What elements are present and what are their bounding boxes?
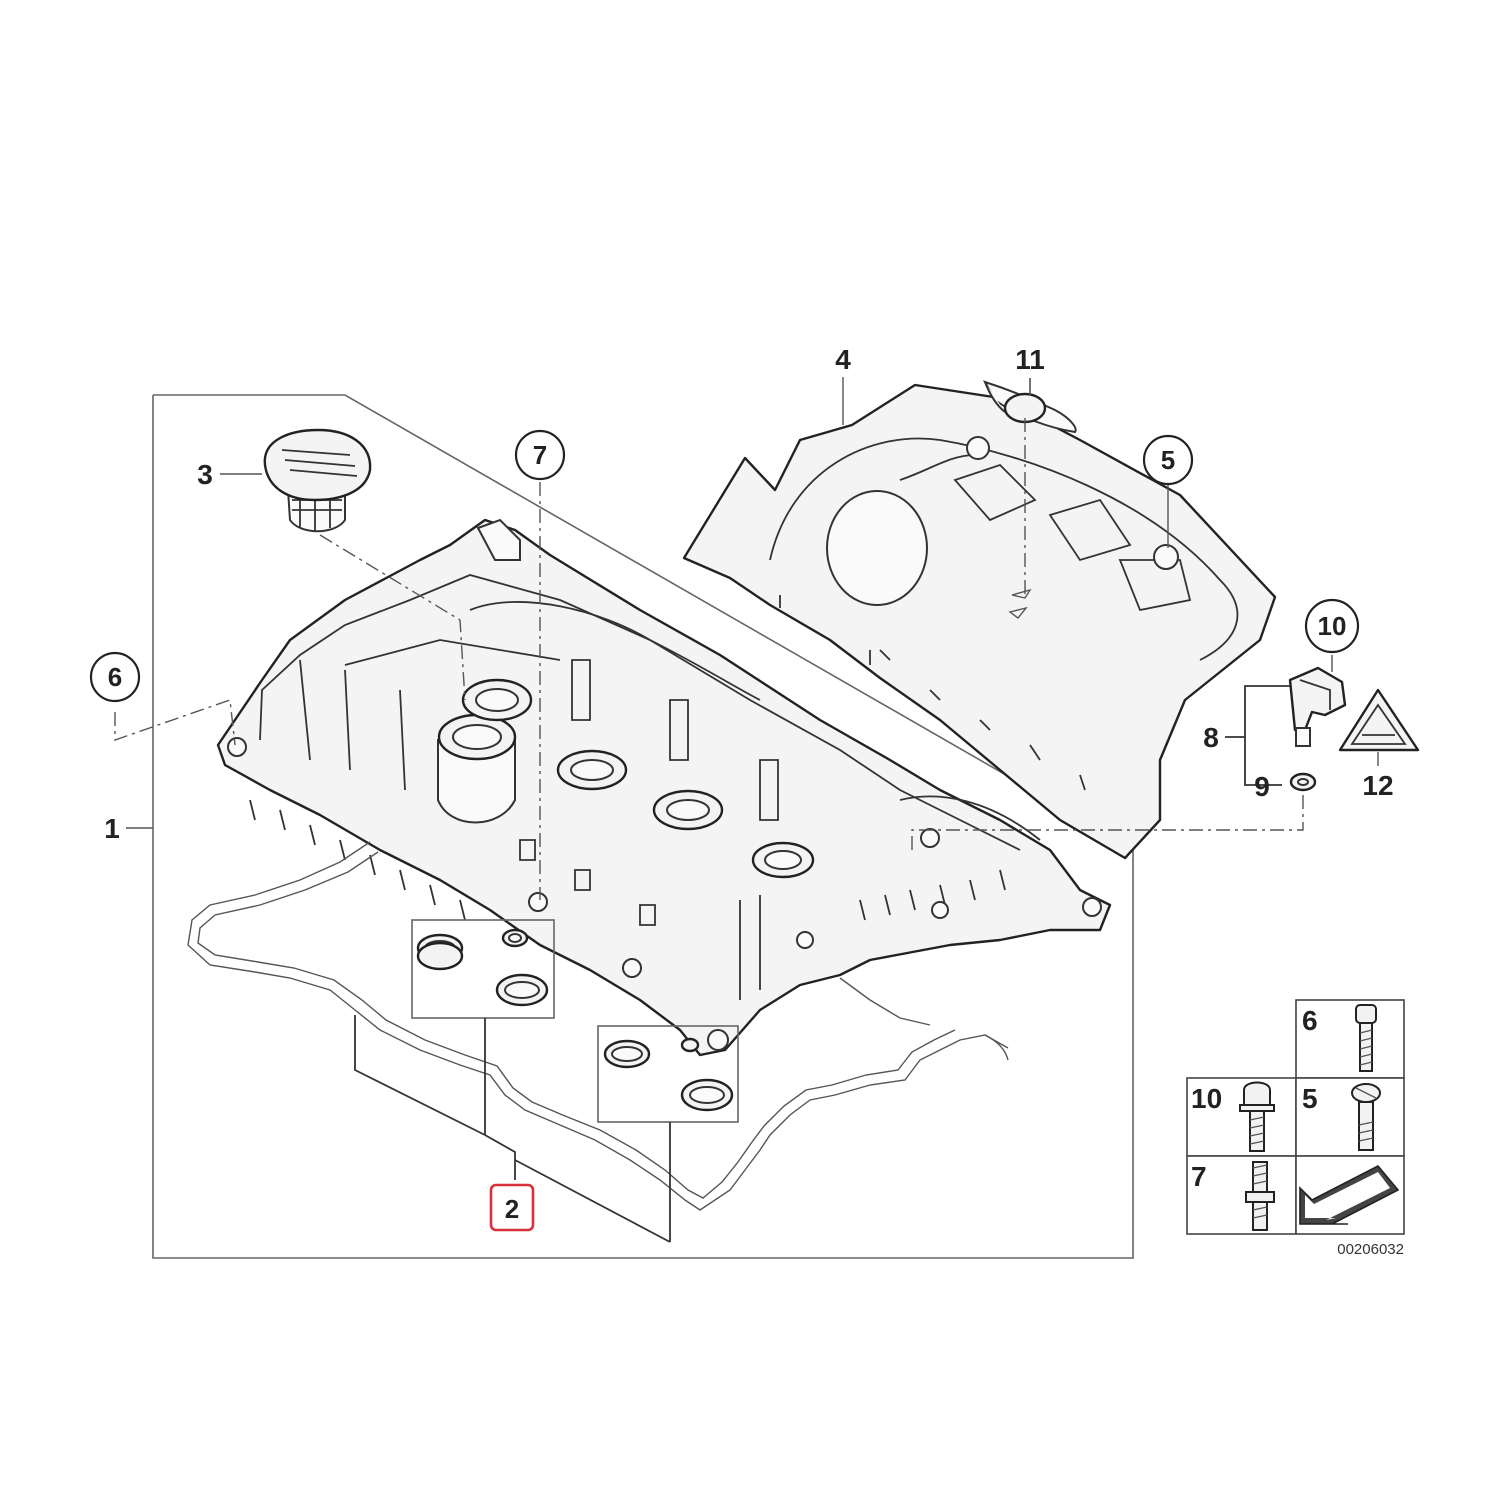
oil-filler-cap[interactable] [263, 428, 372, 533]
assembly-frame [152, 394, 1134, 1259]
legend-cell-6[interactable] [1295, 999, 1405, 1079]
front-direction-arrow-icon [1299, 1164, 1400, 1225]
callout-9-label[interactable]: 9 [1254, 771, 1270, 802]
bolt-7-icon [1245, 1161, 1275, 1231]
legend-cell-7[interactable] [1186, 1155, 1297, 1235]
bolt-5-icon [1351, 1083, 1381, 1151]
callout-5-label: 5 [1161, 445, 1175, 475]
bracket-part-8 [1225, 685, 1290, 786]
callout-2-selected[interactable]: 2 [489, 1183, 535, 1232]
callout-8-label[interactable]: 8 [1203, 722, 1219, 753]
callout-10-label: 10 [1318, 611, 1347, 641]
callout-7-label: 7 [533, 440, 547, 470]
legend-7-label: 7 [1191, 1161, 1207, 1192]
callout-6[interactable]: 6 [89, 651, 141, 703]
leader-lines [114, 377, 1379, 900]
sealing-washer[interactable] [1289, 772, 1317, 792]
warning-label[interactable] [1338, 688, 1420, 752]
engine-cover[interactable] [682, 383, 1277, 860]
callout-1-label[interactable]: 1 [104, 813, 120, 844]
callout-2-label: 2 [505, 1194, 519, 1224]
callout-11-label[interactable]: 11 [1015, 344, 1045, 375]
seal-ring-set-b[interactable] [597, 1025, 739, 1123]
callout-10[interactable]: 10 [1304, 598, 1360, 654]
callout-6-label: 6 [108, 662, 122, 692]
bolt-10-icon [1239, 1081, 1275, 1152]
callout-12-label[interactable]: 12 [1362, 770, 1393, 801]
wing-emblem[interactable] [982, 378, 1077, 434]
camshaft-sensor[interactable] [1288, 655, 1347, 747]
legend-5-label: 5 [1302, 1083, 1318, 1114]
callout-3-label[interactable]: 3 [197, 459, 213, 490]
valve-cover-gasket[interactable] [187, 841, 1009, 1211]
legend-6-label: 6 [1302, 1005, 1318, 1036]
legend-10-label: 10 [1191, 1083, 1222, 1114]
valve-cover[interactable] [216, 518, 1112, 1057]
callout-4-label[interactable]: 4 [835, 344, 851, 375]
callout-7[interactable]: 7 [514, 429, 566, 481]
figure-id: 00206032 [1337, 1241, 1404, 1258]
callout-5[interactable]: 5 [1142, 434, 1194, 486]
fastener-legend: 6 10 5 7 [1186, 999, 1405, 1235]
bracket-part-2 [354, 1015, 671, 1243]
seal-ring-set-a[interactable] [411, 919, 555, 1019]
bolt-6-icon [1355, 1004, 1377, 1072]
